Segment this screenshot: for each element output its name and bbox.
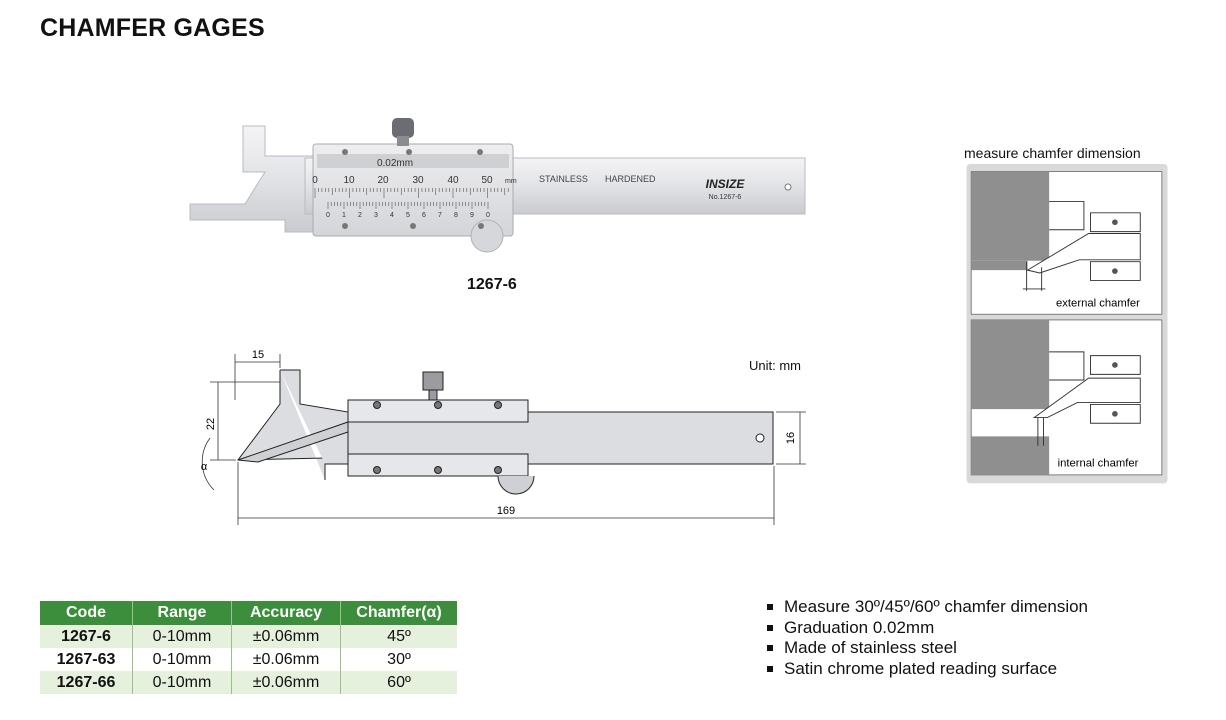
cell-chamfer: 45º [340, 625, 457, 648]
cell-accuracy: ±0.06mm [231, 671, 341, 694]
table-row: 1267-6 0-10mm ±0.06mm 45º [40, 625, 457, 648]
cell-accuracy: ±0.06mm [231, 625, 341, 648]
dim-right: 16 [785, 432, 797, 444]
cell-code: 1267-6 [40, 625, 133, 648]
cell-code: 1267-63 [40, 648, 133, 671]
main-scale-20: 20 [377, 175, 389, 186]
dim-angle: α [201, 461, 208, 473]
feature-item: Graduation 0.02mm [766, 618, 1088, 639]
internal-chamfer-label: internal chamfer [1058, 457, 1139, 469]
header-accuracy: Accuracy [231, 601, 341, 625]
cell-chamfer: 60º [340, 671, 457, 694]
main-scale-30: 30 [412, 175, 424, 186]
unit-label: Unit: mm [749, 358, 801, 373]
hardened-text: HARDENED [605, 174, 656, 184]
vernier-3: 3 [374, 212, 378, 219]
stainless-text: STAINLESS [539, 174, 588, 184]
slider-label: 0.02mm [377, 158, 413, 169]
main-scale-10: 10 [343, 175, 355, 186]
feature-item: Satin chrome plated reading surface [766, 659, 1088, 680]
vernier-1: 1 [342, 212, 346, 219]
model-label: 1267-6 [467, 276, 517, 293]
page-title: CHAMFER GAGES [40, 14, 265, 42]
panel-title: measure chamfer dimension [964, 145, 1141, 161]
feature-list: Measure 30º/45º/60º chamfer dimension Gr… [766, 597, 1088, 679]
vernier-9: 9 [470, 212, 474, 219]
header-chamfer: Chamfer(α) [340, 601, 457, 625]
product-photo: 0.02mm 0 10 20 30 40 50 mm 0 1 2 3 4 5 6… [189, 118, 806, 253]
dim-left: 22 [205, 418, 217, 430]
cell-accuracy: ±0.06mm [231, 648, 341, 671]
main-scale-50: 50 [481, 175, 493, 186]
table-row: 1267-66 0-10mm ±0.06mm 60º [40, 671, 457, 694]
header-range: Range [132, 601, 232, 625]
cell-chamfer: 30º [340, 648, 457, 671]
cell-range: 0-10mm [132, 625, 232, 648]
main-scale-unit: mm [505, 178, 517, 185]
usage-panel: external chamfer internal chamfer [966, 164, 1168, 484]
table-header-row: Code Range Accuracy Chamfer(α) [40, 601, 457, 625]
vernier-0: 0 [326, 212, 330, 219]
table-row: 1267-63 0-10mm ±0.06mm 30º [40, 648, 457, 671]
feature-item: Made of stainless steel [766, 638, 1088, 659]
dim-bottom: 169 [497, 505, 515, 517]
vernier-2: 2 [358, 212, 362, 219]
vernier-4: 4 [390, 212, 394, 219]
main-scale-0: 0 [312, 175, 318, 186]
vernier-7: 7 [438, 212, 442, 219]
vernier-10: 0 [486, 212, 490, 219]
vernier-8: 8 [454, 212, 458, 219]
brand-logo: INSIZE [706, 177, 746, 191]
feature-item: Measure 30º/45º/60º chamfer dimension [766, 597, 1088, 618]
cell-range: 0-10mm [132, 671, 232, 694]
spec-table: Code Range Accuracy Chamfer(α) 1267-6 0-… [40, 601, 457, 694]
dim-top: 15 [252, 349, 264, 361]
cell-code: 1267-66 [40, 671, 133, 694]
vernier-5: 5 [406, 212, 410, 219]
header-code: Code [40, 601, 133, 625]
external-chamfer-label: external chamfer [1056, 298, 1140, 310]
cell-range: 0-10mm [132, 648, 232, 671]
vernier-6: 6 [422, 212, 426, 219]
dimension-drawing: 15 22 α 16 169 [201, 349, 806, 525]
model-number: No.1267-6 [709, 194, 742, 201]
main-scale-40: 40 [447, 175, 459, 186]
